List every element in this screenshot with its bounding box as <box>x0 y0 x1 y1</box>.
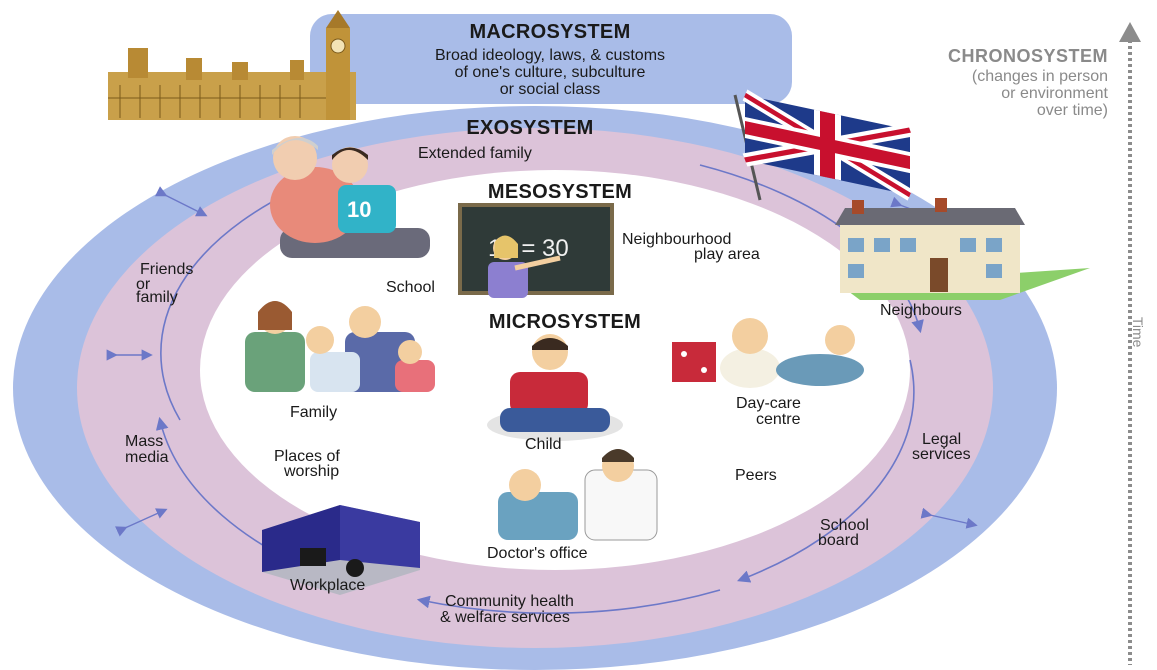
macrosystem-title: MACROSYSTEM <box>469 21 631 43</box>
play-area-label-line2: play area <box>694 246 760 263</box>
mass-media-label-line1: Mass <box>125 433 164 450</box>
family-label: Family <box>290 404 338 421</box>
child-illustration <box>487 334 623 441</box>
school-label: School <box>386 279 435 296</box>
child-label: Child <box>525 436 562 453</box>
legal-services-label-line2: services <box>912 446 971 463</box>
daycare-label-line1: Day-care <box>736 395 801 412</box>
legal-services-label-line1: Legal <box>922 431 962 448</box>
school-board-label-line2: board <box>818 532 859 549</box>
worship-label-line2: worship <box>284 463 340 480</box>
school-board-label-line1: School <box>820 517 869 534</box>
friends-label-line1: Friends <box>140 261 194 278</box>
exosystem-title: EXOSYSTEM <box>466 117 594 139</box>
macrosystem-desc-line3: or social class <box>499 81 601 98</box>
community-label-line2: & welfare services <box>440 609 570 626</box>
workplace-illustration <box>262 505 420 595</box>
chronosystem-title: CHRONOSYSTEM <box>947 46 1108 66</box>
friends-label-line3: family <box>136 289 178 306</box>
neighbours-label: Neighbours <box>880 302 962 319</box>
community-label-line1: Community health <box>445 593 574 610</box>
doctors-office-label: Doctor's office <box>487 545 588 562</box>
peers-label: Peers <box>735 467 777 484</box>
family-illustration <box>245 301 435 392</box>
doctors-office-illustration <box>498 449 658 541</box>
chronosystem-desc-line1: (changes in person <box>971 68 1108 85</box>
worship-label-line1: Places of <box>274 448 340 465</box>
uk-flag-illustration <box>733 89 913 201</box>
daycare-label-line2: centre <box>756 411 801 428</box>
neighbours-houses-illustration <box>835 198 1090 300</box>
mass-media-label-line2: media <box>125 449 169 466</box>
time-axis-label: Time <box>1130 316 1147 348</box>
chronosystem-desc-line3: over time) <box>1036 102 1108 119</box>
mesosystem-title: MESOSYSTEM <box>487 181 633 203</box>
macrosystem-desc-line1: Broad ideology, laws, & customs <box>434 47 666 64</box>
workplace-label: Workplace <box>290 577 366 594</box>
extended-family-illustration: 10 <box>270 136 430 258</box>
chronosystem-axis <box>1119 22 1141 665</box>
extended-family-label: Extended family <box>418 145 532 162</box>
inner-circle <box>200 170 910 570</box>
chronosystem-desc-line2: or environment <box>1001 85 1108 102</box>
microsystem-title: MICROSYSTEM <box>488 311 642 333</box>
parliament-illustration <box>108 10 356 120</box>
macrosystem-desc-line2: of one's culture, subculture <box>454 64 646 81</box>
friends-label-line2: or <box>136 276 151 293</box>
play-area-label-line1: Neighbourhood <box>622 231 732 248</box>
shirt-number: 10 <box>347 197 371 222</box>
daycare-illustration <box>672 318 864 388</box>
cross-ring-arrows <box>106 186 978 537</box>
school-illustration: 10 = 30 <box>458 203 614 298</box>
